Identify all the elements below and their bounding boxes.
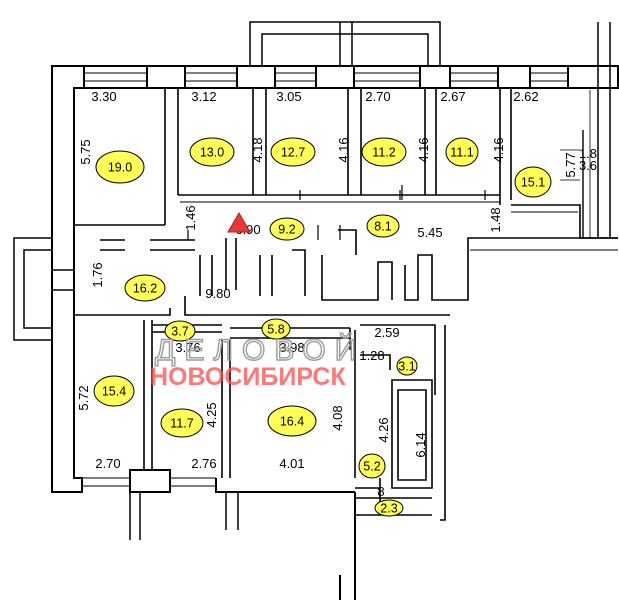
watermark-line-2: НОВОСИБИРСК <box>150 363 346 391</box>
area-value: 13.0 <box>200 146 224 160</box>
area-value: 3.1 <box>398 360 415 374</box>
dimension-label: 3.6 <box>579 158 597 173</box>
dimension-label: 2.70 <box>365 89 390 104</box>
area-ellipse <box>366 214 400 238</box>
room-area-badge: 19.0 <box>95 150 145 184</box>
room-area-badge: 11.2 <box>361 137 407 167</box>
room-area-badge: 3.7 <box>164 320 196 342</box>
left-balcony <box>13 237 74 341</box>
dimension-label: 1.48 <box>488 207 503 232</box>
room-area-badge: 15.4 <box>93 375 135 407</box>
area-ellipse <box>164 320 196 342</box>
dimension-label: 4.08 <box>330 405 345 430</box>
room-area-badge: 12.7 <box>270 137 316 167</box>
room-area-badge: 16.2 <box>124 274 166 302</box>
dimension-labels: 3.30 3.12 3.05 2.70 2.67 2.62 5.75 4.18 4.16 4.16… <box>76 89 597 499</box>
dimension-label: 4.01 <box>279 456 304 471</box>
top-windows <box>146 65 619 89</box>
area-ellipse <box>374 499 404 517</box>
room-area-badge: 5.8 <box>261 318 291 340</box>
dimension-label: 8 <box>377 484 384 499</box>
dimension-label: 1.28 <box>359 348 384 363</box>
area-value: 12.7 <box>281 146 305 160</box>
dimension-label: 9.80 <box>205 286 230 301</box>
dimension-label: 3.76 <box>175 340 200 355</box>
dimension-label: 4.18 <box>250 137 265 162</box>
area-value: 11.1 <box>450 146 473 160</box>
watermark: ДЕЛОВОЙ НОВОСИБИРСК <box>150 332 365 391</box>
warning-triangle-icon <box>227 212 251 233</box>
room-area-badge: 2.3 <box>374 499 404 517</box>
dimension-label: 3.05 <box>276 89 301 104</box>
area-value: 19.0 <box>108 161 132 175</box>
dimension-label: 2.67 <box>440 89 465 104</box>
dimension-label: 3.30 <box>91 89 116 104</box>
bottom-windows <box>82 469 239 540</box>
area-value: 16.2 <box>133 282 157 296</box>
area-ellipse <box>270 137 316 167</box>
area-value: 8.1 <box>374 220 391 234</box>
area-value: 9.2 <box>278 223 295 237</box>
area-ellipse <box>396 356 418 376</box>
room-area-badge: 3.1 <box>396 356 418 376</box>
dimension-label: 2.76 <box>191 456 216 471</box>
area-value: 11.7 <box>170 417 193 431</box>
window-glass-lines <box>85 72 568 82</box>
area-ellipse <box>261 318 291 340</box>
dimension-label: 1.76 <box>90 262 105 287</box>
dimension-label: 4.26 <box>376 417 391 442</box>
area-ellipse <box>269 217 305 241</box>
area-ellipse <box>445 137 479 167</box>
area-ellipse <box>361 137 407 167</box>
room-area-badge: 9.2 <box>269 217 305 241</box>
dimension-label: 4.16 <box>336 137 351 162</box>
room-area-badge: 11.7 <box>160 408 204 438</box>
dimension-label: 5.75 <box>78 139 93 164</box>
area-ellipse <box>95 150 145 184</box>
dimension-label: 3.98 <box>279 340 304 355</box>
room-area-labels: 19.0 13.0 12.7 11.2 11.1 15.1 9.2 8.1 16.2 3.7 5.8… <box>93 137 552 517</box>
area-value: 16.4 <box>280 415 304 429</box>
right-columns <box>597 22 611 238</box>
area-value: 15.4 <box>102 385 126 399</box>
dimension-label: 5.45 <box>417 225 442 240</box>
area-ellipse <box>160 408 204 438</box>
outer-walls <box>51 65 618 600</box>
watermark-line-1: ДЕЛОВОЙ <box>155 333 365 367</box>
dimension-label: 4.25 <box>204 402 219 427</box>
dimension-label: 6.14 <box>413 432 428 457</box>
dimension-label: 3.12 <box>191 89 216 104</box>
area-ellipse <box>358 453 386 479</box>
room-area-badge: 8.1 <box>366 214 400 238</box>
dimension-label: 1.8 <box>579 146 597 161</box>
area-ellipse <box>124 274 166 302</box>
room-area-badge: 5.2 <box>358 453 386 479</box>
area-value: 5.2 <box>363 460 380 474</box>
dimension-label: 1.46 <box>183 205 198 230</box>
wall-ticks <box>187 90 591 240</box>
area-ellipse <box>267 405 317 437</box>
area-ellipse <box>514 166 552 198</box>
dimension-label: 2.70 <box>95 456 120 471</box>
dimension-label: 2.59 <box>374 325 399 340</box>
room-area-badge: 16.4 <box>267 405 317 437</box>
dimension-label: 2.62 <box>513 89 538 104</box>
room-area-badge: 15.1 <box>514 166 552 198</box>
area-value: 11.2 <box>372 146 395 160</box>
dimension-label: 4.16 <box>491 137 506 162</box>
area-ellipse <box>93 375 135 407</box>
area-ellipse <box>189 137 235 167</box>
area-value: 2.3 <box>380 502 397 516</box>
room-area-badge: 13.0 <box>189 137 235 167</box>
room-area-badge: 11.1 <box>445 137 479 167</box>
dimension-label: 5.77 <box>563 152 578 177</box>
interior-walls <box>74 88 618 521</box>
area-value: 5.8 <box>267 323 284 337</box>
area-value: 15.1 <box>521 176 545 190</box>
dimension-label: 4.16 <box>416 137 431 162</box>
top-loggia <box>249 21 441 66</box>
area-value: 3.7 <box>171 325 188 339</box>
dimension-label: 5.72 <box>76 385 91 410</box>
